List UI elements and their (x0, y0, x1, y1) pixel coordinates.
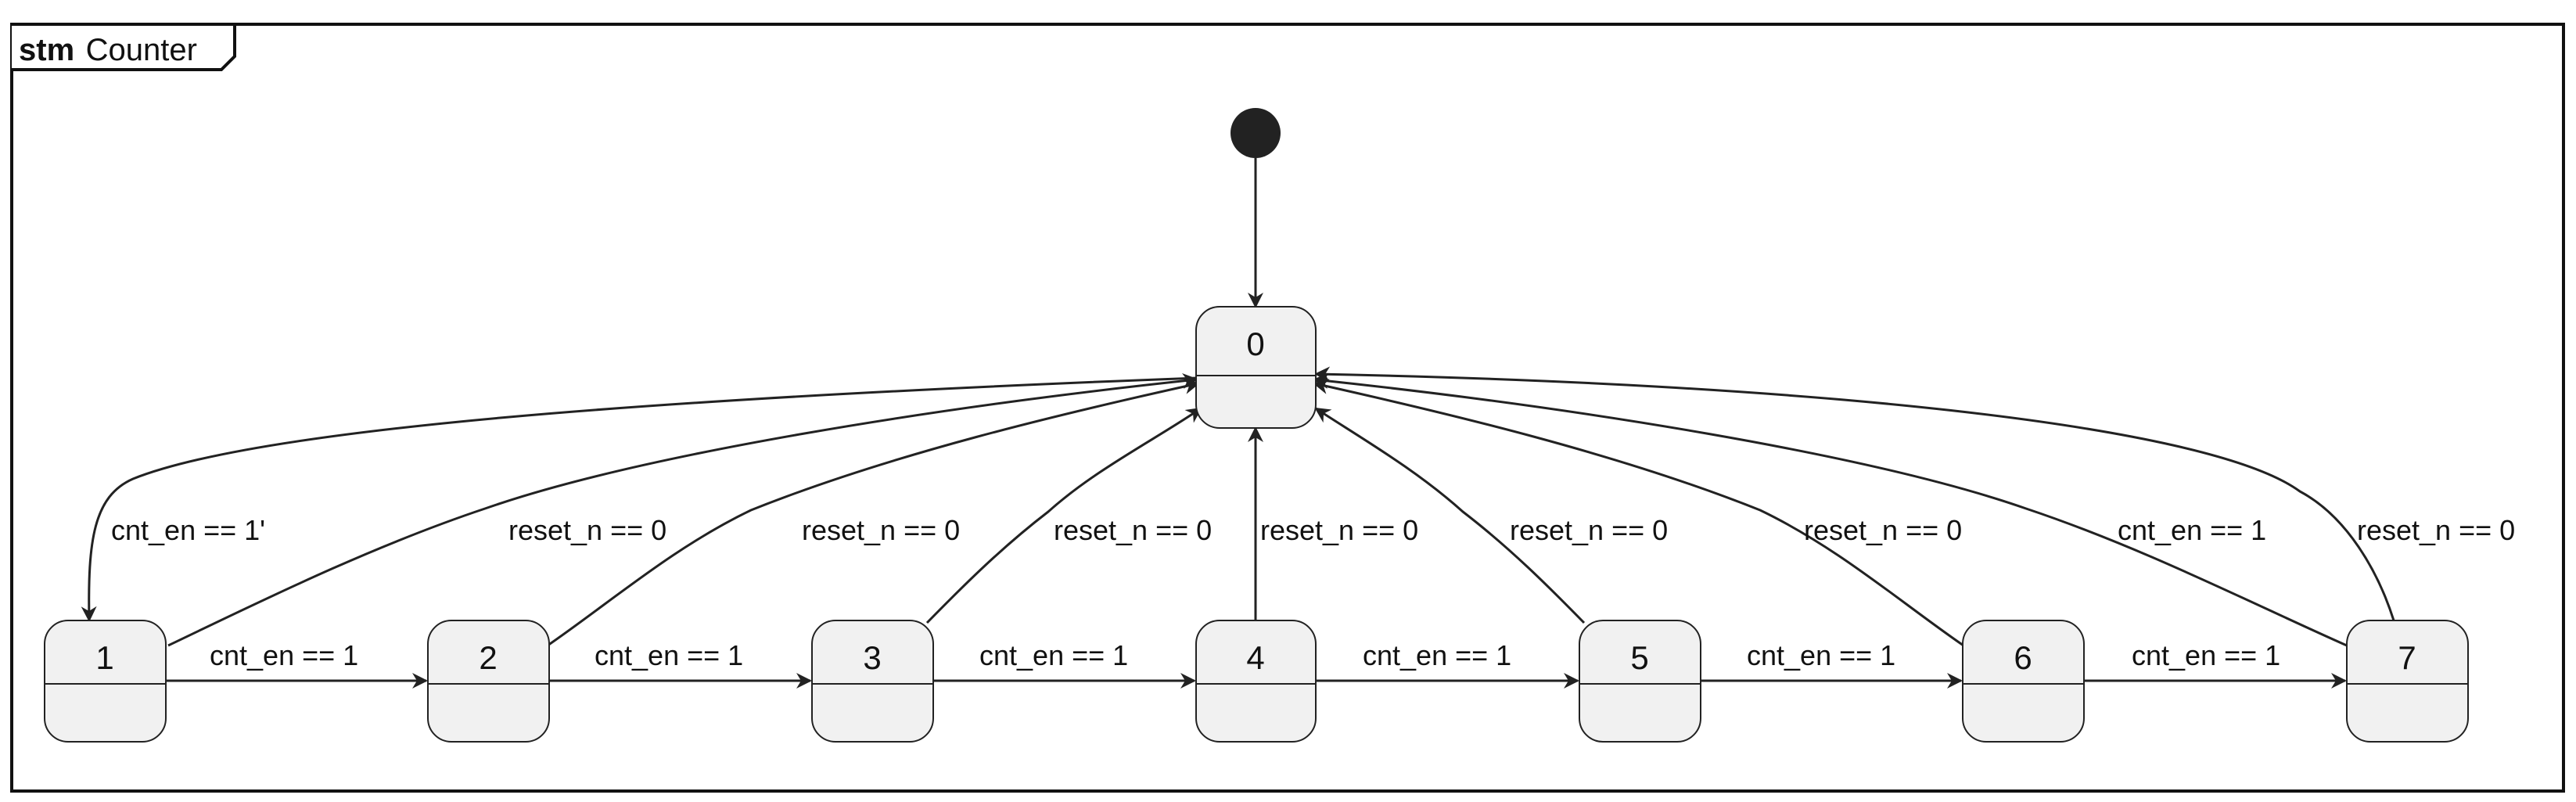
label-6-to-0: reset_n == 0 (1804, 514, 1962, 546)
edge-0-to-1[interactable] (81, 376, 1198, 622)
state-box (427, 620, 550, 743)
state-box (1962, 620, 2085, 743)
state-label: 7 (2398, 639, 2416, 676)
state-5[interactable]: 5 (1579, 620, 1701, 743)
state-label: 2 (479, 639, 497, 676)
label-0-to-1: cnt_en == 1' (111, 514, 265, 546)
label-3-to-4: cnt_en == 1 (979, 639, 1128, 671)
label-7-to-0-reset: reset_n == 0 (2357, 514, 2515, 546)
state-label: 4 (1246, 639, 1264, 676)
label-1-to-0: reset_n == 0 (508, 514, 666, 546)
frame-title: stm Counter (19, 33, 197, 67)
frame-keyword: stm (19, 33, 74, 67)
label-7-to-0-cnt-en: cnt_en == 1 (2118, 514, 2266, 546)
edge-7-to-0-cnt-en[interactable] (1313, 372, 2348, 647)
edge-3-to-0[interactable] (925, 407, 1202, 624)
state-2[interactable]: 2 (427, 620, 550, 743)
initial-state[interactable] (1231, 108, 1281, 158)
frame-border (10, 23, 2565, 793)
label-2-to-0: reset_n == 0 (802, 514, 960, 546)
state-3[interactable]: 3 (811, 620, 934, 743)
edge-5-to-0[interactable] (1314, 407, 1586, 624)
label-1-to-2: cnt_en == 1 (210, 639, 358, 671)
label-6-to-7: cnt_en == 1 (2132, 639, 2280, 671)
state-box (1195, 620, 1317, 743)
state-0[interactable]: 0 (1195, 306, 1317, 429)
edge-2-to-0[interactable] (547, 379, 1200, 647)
state-1[interactable]: 1 (44, 620, 167, 743)
transitions (81, 158, 2395, 689)
label-5-to-6: cnt_en == 1 (1747, 639, 1895, 671)
state-box (44, 620, 167, 743)
state-4[interactable]: 4 (1195, 620, 1317, 743)
edge-1-to-0[interactable] (167, 372, 1198, 647)
state-label: 5 (1630, 639, 1648, 676)
frame: stm Counter (10, 23, 2565, 793)
edge-6-to-0[interactable] (1313, 379, 1964, 647)
transition-labels: cnt_en == 1' reset_n == 0 reset_n == 0 r… (111, 514, 2515, 671)
label-5-to-0: reset_n == 0 (1510, 514, 1668, 546)
label-3-to-0: reset_n == 0 (1054, 514, 1212, 546)
label-4-to-5: cnt_en == 1 (1363, 639, 1511, 671)
state-box (2346, 620, 2469, 743)
state-7[interactable]: 7 (2346, 620, 2469, 743)
frame-name: Counter (86, 33, 197, 67)
frame-tab (12, 23, 236, 71)
edge-7-to-0-reset[interactable] (1314, 366, 2395, 621)
label-2-to-3: cnt_en == 1 (595, 639, 743, 671)
label-4-to-0: reset_n == 0 (1260, 514, 1418, 546)
state-label: 0 (1246, 325, 1264, 362)
state-box (1195, 306, 1317, 429)
state-label: 1 (95, 639, 113, 676)
state-6[interactable]: 6 (1962, 620, 2085, 743)
state-box (811, 620, 934, 743)
state-label: 3 (863, 639, 881, 676)
state-box (1579, 620, 1701, 743)
state-label: 6 (2014, 639, 2032, 676)
